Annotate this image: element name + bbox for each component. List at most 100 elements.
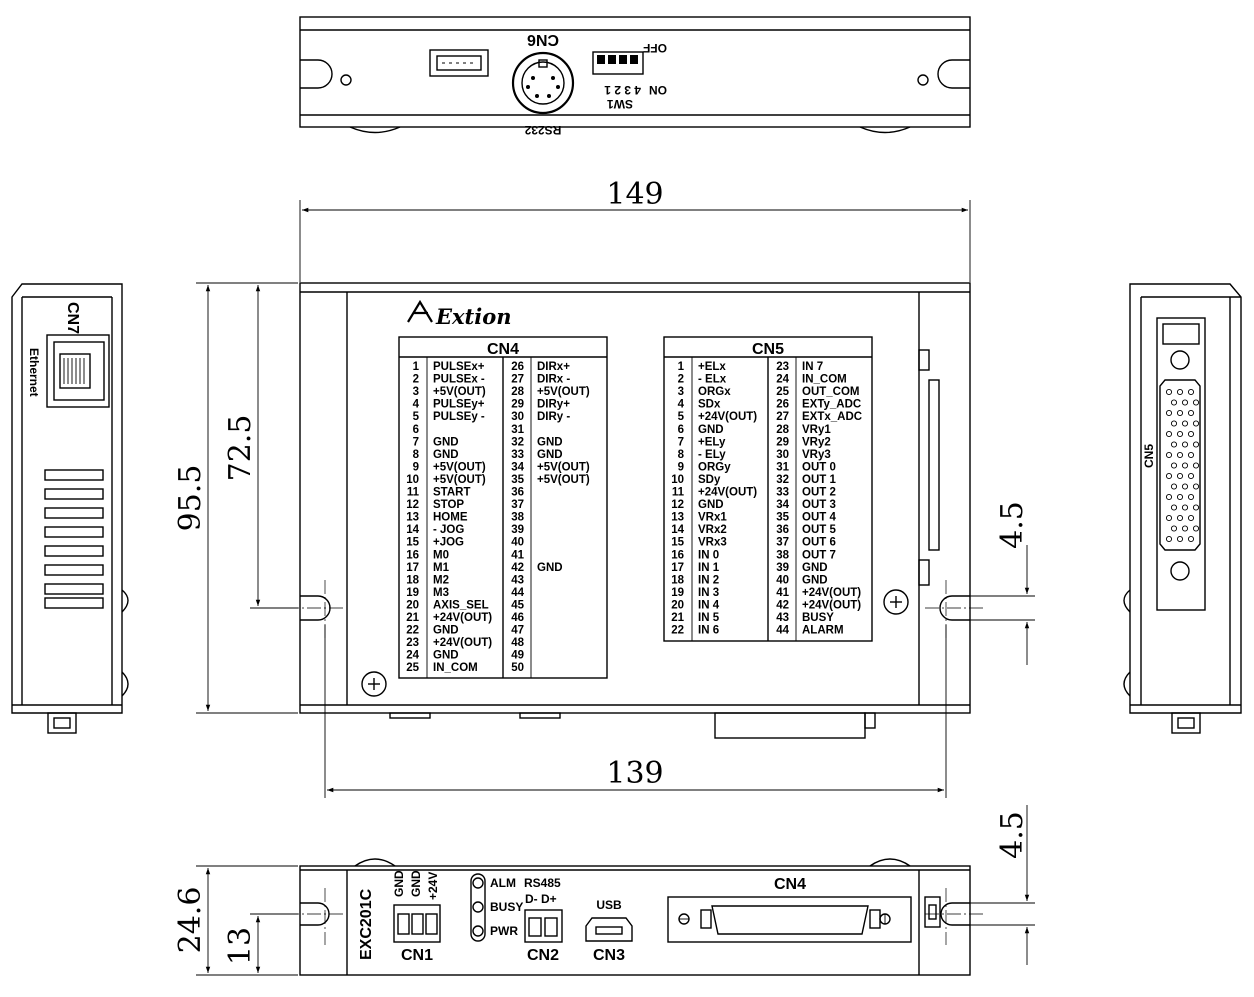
cn5-pin-number: 26 <box>776 399 789 411</box>
cn5-pin-signal: GND <box>698 499 724 511</box>
cn5-pin-signal: OUT 4 <box>802 512 836 524</box>
dim-width-mount: 139 <box>324 625 947 798</box>
cn5-pin-number: 44 <box>776 625 789 637</box>
cn5-pin-number: 2 <box>678 374 684 386</box>
cn5-pin-signal: - ELx <box>698 374 727 386</box>
dsub-pin <box>1170 504 1178 511</box>
cn4-front-label: CN4 <box>774 876 806 893</box>
cn4-pin-signal: HOME <box>433 512 468 524</box>
dsub-pin <box>1165 472 1173 480</box>
dsub-pin <box>1181 441 1189 448</box>
cn4-pin-signal: GND <box>433 436 459 448</box>
dim-139: 139 <box>606 756 663 791</box>
cn6-label: CN6 <box>527 31 559 48</box>
dsub-pin <box>1192 504 1200 511</box>
dim-4-5-side: 4.5 <box>995 501 1030 549</box>
cn5-pin-signal: GND <box>698 424 724 436</box>
cn5-pin-signal: OUT 2 <box>802 487 836 499</box>
cn5-pin-number: 14 <box>671 524 684 536</box>
cn5-side-label: CN5 <box>1142 444 1156 468</box>
cn5-pin-number: 21 <box>671 612 684 624</box>
cn5-pin-signal: VRx2 <box>698 524 727 536</box>
cn5-pin-signal: VRy1 <box>802 424 831 436</box>
cn4-pin-signal: GND <box>433 625 459 637</box>
cn5-pin-number: 17 <box>671 562 684 574</box>
cn5-pin-signal: GND <box>802 562 828 574</box>
cn4-pin-number: 33 <box>511 449 524 461</box>
led-pwr-label: PWR <box>490 924 518 938</box>
screw-icon <box>361 671 387 697</box>
dsub-pin <box>1176 535 1184 543</box>
dim-13: 13 <box>223 927 258 965</box>
dsub-pin <box>1165 409 1173 417</box>
cn4-pin-signal: DIRx - <box>537 374 570 386</box>
cn4-pin-signal: +5V(OUT) <box>433 386 486 398</box>
rs485-label: RS485 <box>524 876 561 890</box>
cn5-pin-number: 13 <box>671 512 684 524</box>
cn5-pin-number: 9 <box>678 461 684 473</box>
dsub-pin <box>1170 399 1178 406</box>
cn4-pin-number: 12 <box>406 499 419 511</box>
cn4-pin-number: 21 <box>406 612 419 624</box>
cn5-pin-number: 22 <box>671 625 684 637</box>
cn4-pin-number: 25 <box>406 662 419 674</box>
dsub-pin <box>1187 409 1195 417</box>
cn3-label: CN3 <box>593 947 625 964</box>
cn5-pin-number: 35 <box>776 512 789 524</box>
dim-depth: 24.6 <box>173 865 298 976</box>
cn5-pin-signal: SDy <box>698 474 721 486</box>
cn5-pin-signal: IN 6 <box>698 625 719 637</box>
top-view: CN6 RS232 OFF ON 4 3 2 1 SW1 <box>299 16 971 137</box>
cn5-pin-number: 11 <box>672 487 685 499</box>
cn4-pin-number: 23 <box>406 637 419 649</box>
cn5-pin-signal: ALARM <box>802 625 844 637</box>
cn5-pin-signal: OUT 5 <box>802 524 836 536</box>
cn4-pin-signal: +5V(OUT) <box>433 461 486 473</box>
cn5-pin-signal: IN 7 <box>802 361 823 373</box>
cn4-pin-signal: IN_COM <box>433 662 478 674</box>
cn5-pin-signal: EXTy_ADC <box>802 399 861 411</box>
cn5-pin-number: 15 <box>671 537 684 549</box>
cn4-pin-number: 31 <box>511 424 524 436</box>
dim-side-offset: 4.5 <box>970 501 1035 665</box>
cn4-pin-number: 26 <box>511 361 524 373</box>
cn4-pin-number: 17 <box>406 562 419 574</box>
cn6-rs232-connector: CN6 RS232 <box>511 31 575 137</box>
cn5-pin-signal: +ELy <box>698 436 726 448</box>
dsub-pin <box>1176 430 1184 438</box>
dsub-pin <box>1187 451 1195 459</box>
dsub-pin <box>1165 430 1173 438</box>
cn4-pin-signal: +24V(OUT) <box>433 612 492 624</box>
main-view: Extion <box>285 282 985 739</box>
cn5-pin-signal: OUT_COM <box>802 386 860 398</box>
ethernet-port-icon <box>46 334 110 408</box>
cn4-pin-number: 5 <box>413 411 420 423</box>
dsub-pin <box>1181 399 1189 406</box>
dsub-pin <box>1181 525 1189 532</box>
dim-height-mount: 72.5 <box>223 284 298 609</box>
cn4-pin-number: 40 <box>511 537 524 549</box>
cn5-pin-number: 30 <box>776 449 789 461</box>
cn5-pin-signal: +24V(OUT) <box>802 587 861 599</box>
cn5-pin-signal: OUT 7 <box>802 549 836 561</box>
dsub-pin <box>1170 441 1178 448</box>
cn4-pin-number: 7 <box>413 436 419 448</box>
dsub-pin <box>1165 493 1173 501</box>
left-side-view: CN7 Ethernet <box>11 283 129 734</box>
cn4-pin-number: 27 <box>511 374 524 386</box>
cn1-power-terminal: GND GND +24V CN1 <box>392 870 441 964</box>
cn4-pin-number: 22 <box>406 625 419 637</box>
cn4-pin-number: 29 <box>511 399 524 411</box>
cn5-pin-signal: +24V(OUT) <box>802 599 861 611</box>
cn5-pin-number: 33 <box>776 487 789 499</box>
cn5-pin-number: 28 <box>776 424 789 436</box>
cn2-label: CN2 <box>527 947 559 964</box>
cn5-pin-signal: IN 3 <box>698 587 719 599</box>
status-leds: ALM BUSY PWR <box>470 873 523 942</box>
dsub-pin <box>1192 399 1200 406</box>
cn1-pin-gnd-2: GND <box>409 870 423 897</box>
cn4-pin-number: 24 <box>406 650 419 662</box>
cn4-pin-number: 14 <box>406 524 419 536</box>
